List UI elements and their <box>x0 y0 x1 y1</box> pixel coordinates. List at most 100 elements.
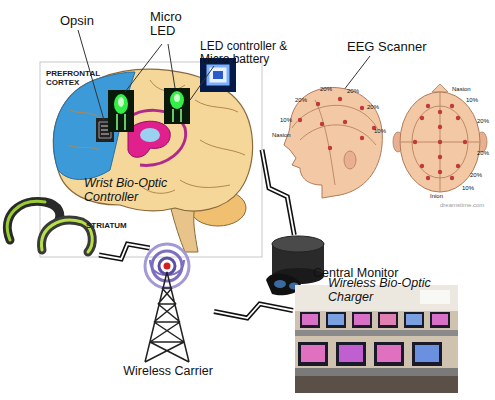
brain-panel: PREFRONTAL CORTEXSTRIATUM <box>40 62 262 257</box>
eeg-head-top <box>420 116 424 120</box>
eeg-head-side <box>320 122 324 126</box>
eeg-head-side <box>360 106 364 110</box>
lightning-outline <box>262 150 294 235</box>
computer-room-photo <box>432 314 448 325</box>
percent-label: 20% <box>477 150 489 157</box>
eeg-head-top <box>412 106 468 178</box>
percent-label: 20% <box>295 97 307 104</box>
node-label: Wireless Bio-Optic Charger <box>328 277 452 305</box>
eeg-head-top <box>456 164 460 168</box>
computer-room-photo <box>295 285 458 393</box>
node-label: Central Monitor <box>313 267 433 281</box>
radio-tower <box>152 251 182 281</box>
computer-room-photo <box>295 368 458 376</box>
micro-led-image <box>114 94 128 114</box>
computer-room-photo <box>302 314 318 325</box>
computer-room-photo <box>354 314 370 325</box>
watermark: dreamstime.com <box>440 202 484 209</box>
controller-chip-image <box>213 71 223 79</box>
percent-label: 20% <box>347 88 359 95</box>
computer-room-photo <box>326 312 346 328</box>
eeg-head-top <box>450 104 454 108</box>
percent-label: 10% <box>466 97 478 104</box>
computer-room-photo <box>406 314 422 325</box>
eeg-head-side <box>328 146 332 150</box>
percent-label: 20% <box>367 104 379 111</box>
part-label: Opsin <box>60 14 94 28</box>
leader-line <box>125 44 175 92</box>
wireless-carrier: Wireless Carrier <box>122 248 214 383</box>
radio-tower <box>164 263 171 270</box>
computer-room-photo <box>380 314 396 325</box>
electrode-label: Inion <box>430 193 443 200</box>
computer-room-photo <box>295 285 458 393</box>
radio-tower <box>159 258 175 274</box>
eeg-head-top <box>438 155 442 159</box>
percent-label: 20% <box>477 118 489 125</box>
radio-tower <box>145 272 189 362</box>
eeg-head-top <box>426 104 430 108</box>
computer-room-photo <box>298 342 328 366</box>
lightning-core <box>214 304 293 318</box>
brain-illustration <box>53 72 135 179</box>
micro-led-image <box>118 97 124 107</box>
percent-label: 10% <box>280 117 292 124</box>
computer-room-photo <box>300 312 320 328</box>
computer-room-photo <box>378 312 398 328</box>
charger-device <box>272 236 324 252</box>
node-label: STRIATUM <box>86 222 146 231</box>
radio-tower <box>145 244 189 288</box>
wrist-band <box>42 220 93 252</box>
eeg-head-side <box>316 102 320 106</box>
eeg-head-top <box>393 84 487 192</box>
computer-room-photo <box>377 345 401 362</box>
computer-room-photo <box>295 376 458 393</box>
part-label: EEG Scanner <box>347 40 427 54</box>
eeg-head-side <box>360 136 364 140</box>
percent-label: 10% <box>462 185 474 192</box>
computer-room-photo <box>415 345 439 362</box>
micro-led-image <box>164 88 190 124</box>
computer-room-photo <box>430 312 450 328</box>
micro-led-image <box>108 90 134 132</box>
lightning-link <box>262 150 294 235</box>
computer-room-photo <box>352 312 372 328</box>
percent-label: 10% <box>374 128 386 135</box>
computer-room-photo <box>420 290 450 304</box>
computer-room-photo <box>374 342 404 366</box>
eeg-head-side <box>284 87 382 198</box>
lightning-link <box>99 244 150 259</box>
computer-room-photo <box>412 342 442 366</box>
node-label: Wrist Bio-Optic Controller <box>84 177 188 205</box>
lightning-outline <box>214 304 293 318</box>
eeg-head-top <box>438 170 442 174</box>
percent-label: 20% <box>320 86 332 93</box>
part-label: LED controller & Micro battery <box>200 40 320 66</box>
charger-device <box>274 280 286 288</box>
lightning-core <box>262 150 294 235</box>
computer-room-photo <box>339 345 363 362</box>
micro-led-image <box>173 109 181 122</box>
micro-led-image <box>117 114 125 130</box>
eeg-head-top <box>432 84 448 92</box>
brain-illustration <box>128 121 170 157</box>
electrode-label: Nasion <box>452 86 471 93</box>
eeg-head-side <box>298 118 302 122</box>
eeg-head-top <box>400 92 480 192</box>
eeg-head-side <box>284 87 382 198</box>
part-label: Micro LED <box>150 10 192 39</box>
computer-room-photo <box>295 330 458 336</box>
radio-tower <box>145 244 189 362</box>
eeg-head-top <box>400 92 480 192</box>
computer-room-photo <box>336 342 366 366</box>
electrode-label: Nasion <box>272 132 291 139</box>
eeg-head-side <box>343 120 347 124</box>
wrist-controller: Wrist Bio-Optic Controller <box>0 175 180 255</box>
computer-room-photo <box>404 312 424 328</box>
leader-line <box>190 66 214 100</box>
eeg-head-side <box>344 151 356 169</box>
eeg-head-top <box>438 125 442 129</box>
eeg-head-top <box>413 140 417 144</box>
eeg-head-top <box>438 110 442 114</box>
eeg-head-top <box>438 140 442 144</box>
